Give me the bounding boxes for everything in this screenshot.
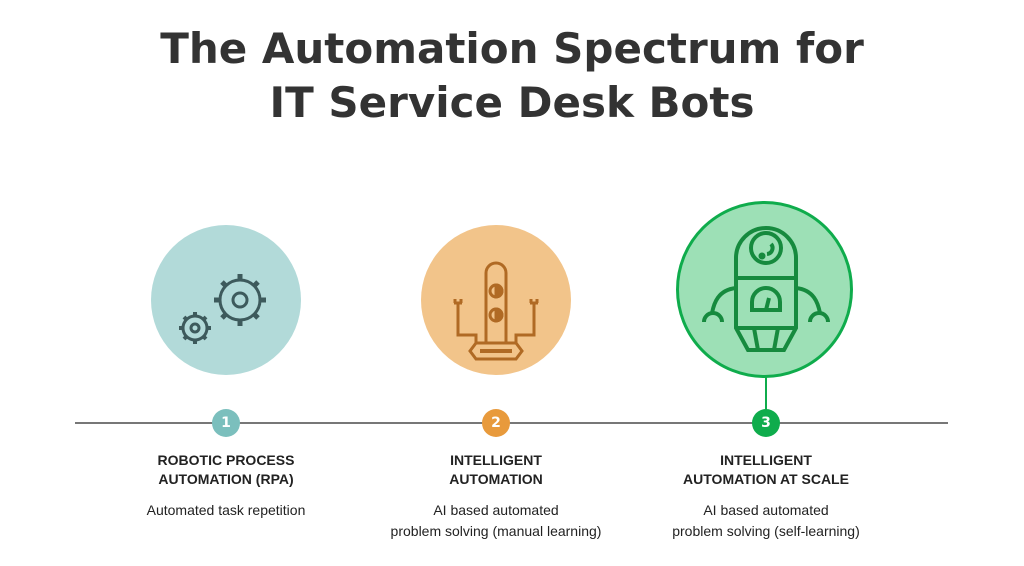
desc-line: AI based automated: [703, 502, 829, 518]
desc-line: problem solving (manual learning): [390, 523, 602, 539]
stage-2-badge: 2: [482, 409, 510, 437]
stage-3-heading: INTELLIGENT AUTOMATION AT SCALE: [616, 451, 916, 489]
stage-1-heading: ROBOTIC PROCESS AUTOMATION (RPA): [76, 451, 376, 489]
heading-line: INTELLIGENT: [450, 452, 542, 468]
timeline-line: [75, 422, 948, 424]
stage-1-description: Automated task repetition: [76, 500, 376, 521]
gears-icon: [179, 274, 266, 344]
stage-3-description: AI based automated problem solving (self…: [616, 500, 916, 542]
title-line-1: The Automation Spectrum for: [160, 24, 864, 73]
stage-2-heading: INTELLIGENT AUTOMATION: [346, 451, 646, 489]
page-title: The Automation Spectrum for IT Service D…: [0, 22, 1024, 130]
stage-3-connector: [765, 375, 767, 415]
stage-1-badge: 1: [212, 409, 240, 437]
heading-line: ROBOTIC PROCESS: [157, 452, 295, 468]
desc-line: problem solving (self-learning): [672, 523, 860, 539]
stage-3-badge: 3: [752, 409, 780, 437]
robot-icon: [702, 226, 830, 352]
stage-2-description: AI based automated problem solving (manu…: [346, 500, 646, 542]
stage-1-circle: [151, 225, 301, 375]
heading-line: INTELLIGENT: [720, 452, 812, 468]
heading-line: AUTOMATION (RPA): [158, 471, 294, 487]
title-line-2: IT Service Desk Bots: [269, 78, 755, 127]
desc-line: AI based automated: [433, 502, 559, 518]
heading-line: AUTOMATION AT SCALE: [683, 471, 849, 487]
stage-3-circle: [676, 201, 853, 378]
heading-line: AUTOMATION: [449, 471, 543, 487]
desc-line: Automated task repetition: [146, 502, 306, 518]
simple-robot-icon: [453, 261, 539, 361]
